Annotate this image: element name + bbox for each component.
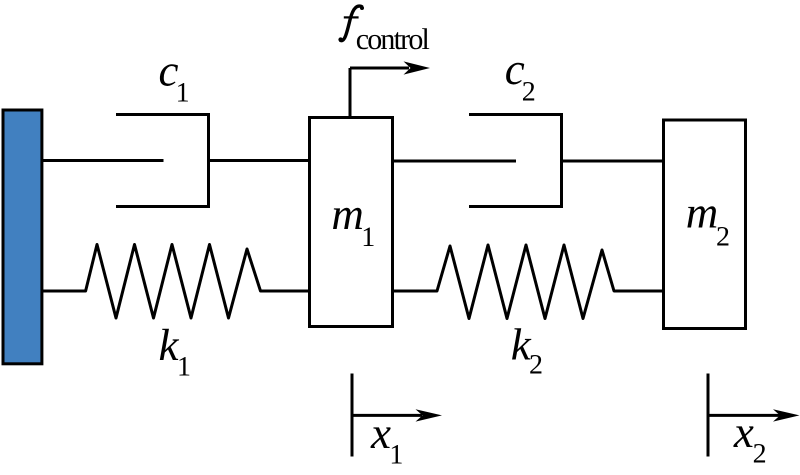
svg-text:k: k	[511, 319, 532, 369]
svg-text:2: 2	[529, 349, 543, 380]
svg-text:c: c	[159, 46, 179, 96]
svg-text:2: 2	[716, 222, 730, 253]
svg-text:x: x	[733, 407, 754, 457]
svg-text:c: c	[505, 44, 525, 94]
svg-text:2: 2	[522, 77, 536, 108]
svg-text:k: k	[159, 320, 180, 370]
svg-text:1: 1	[177, 352, 191, 383]
svg-text:1: 1	[389, 439, 403, 470]
svg-text:1: 1	[361, 222, 375, 253]
svg-text:2: 2	[753, 438, 767, 469]
svg-text:m: m	[331, 189, 364, 239]
svg-text:x: x	[370, 408, 391, 458]
svg-text:1: 1	[176, 77, 190, 108]
svg-text:control: control	[356, 23, 430, 56]
svg-text:m: m	[686, 188, 719, 238]
